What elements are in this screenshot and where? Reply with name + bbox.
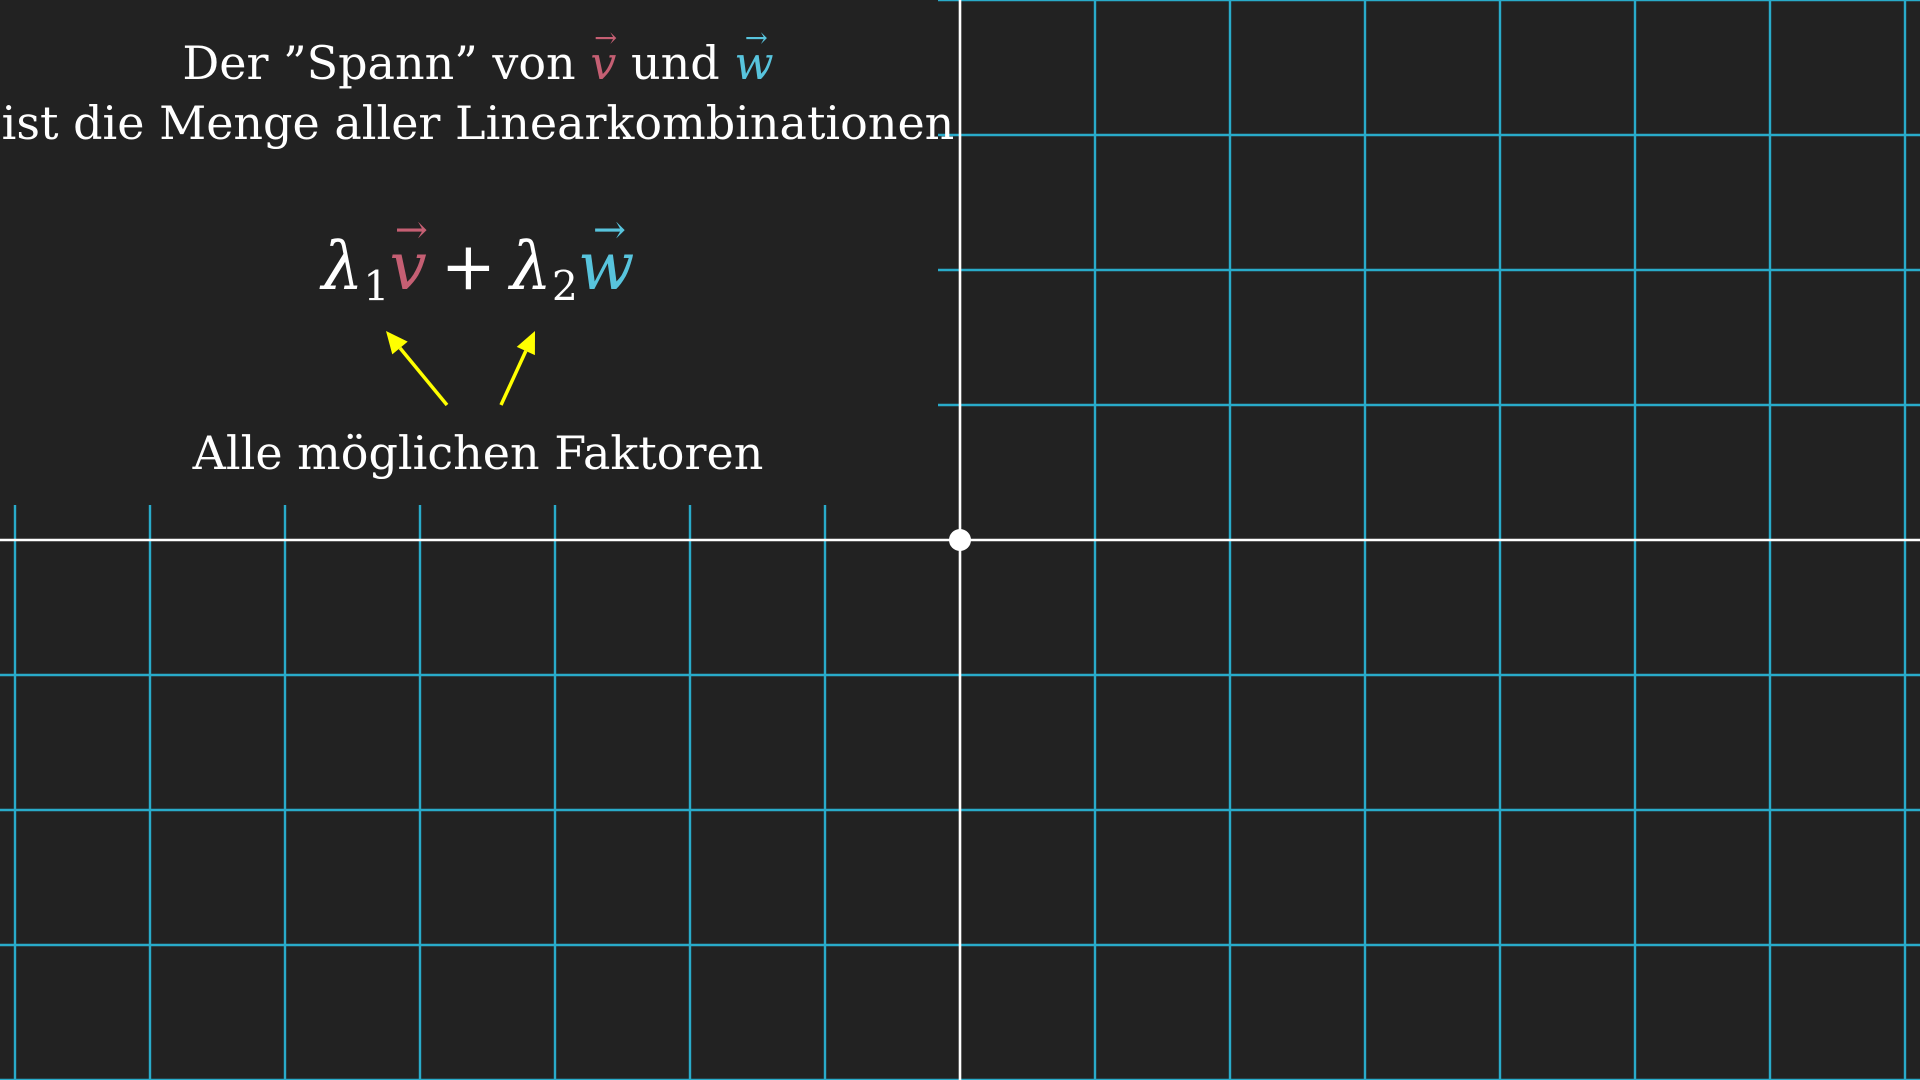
vector-arrow-icon: → [744,21,768,55]
vector-arrow-icon: → [394,207,428,254]
lambda-2: λ2 [510,228,578,310]
lambda-symbol: λ [321,228,364,305]
subscript-1: 1 [363,262,390,311]
plus-sign: + [440,228,497,305]
formula-vector-v: →v [389,211,428,305]
title-line-2: ist die Menge aller Linearkombinationen [1,96,955,150]
vector-arrow-icon: → [594,21,618,55]
formula-w-letter: w [577,228,635,305]
title-prefix: Der ”Spann” von [182,36,576,90]
origin-point [949,529,971,551]
annotation-arrow-left [386,331,449,407]
subscript-2: 2 [551,262,578,311]
lambda-1: λ1 [321,228,390,310]
annotation-arrow-right [499,331,535,406]
vector-w-symbol: →w [734,24,774,90]
title-and: und [630,36,720,90]
vector-w-letter: w [734,36,774,90]
vector-v-letter: v [590,36,617,90]
vector-v-symbol: →v [590,24,617,90]
formula-v-letter: v [389,228,427,305]
lambda-symbol: λ [510,228,552,305]
formula-vector-w: →w [577,211,635,305]
caption-text: Alle möglichen Faktoren [192,426,764,480]
title-line-1: Der ”Spann” von →v und →w [0,24,956,90]
vector-arrow-icon: → [592,207,627,254]
linear-combination-formula: λ1→v+λ2→w [0,211,956,311]
